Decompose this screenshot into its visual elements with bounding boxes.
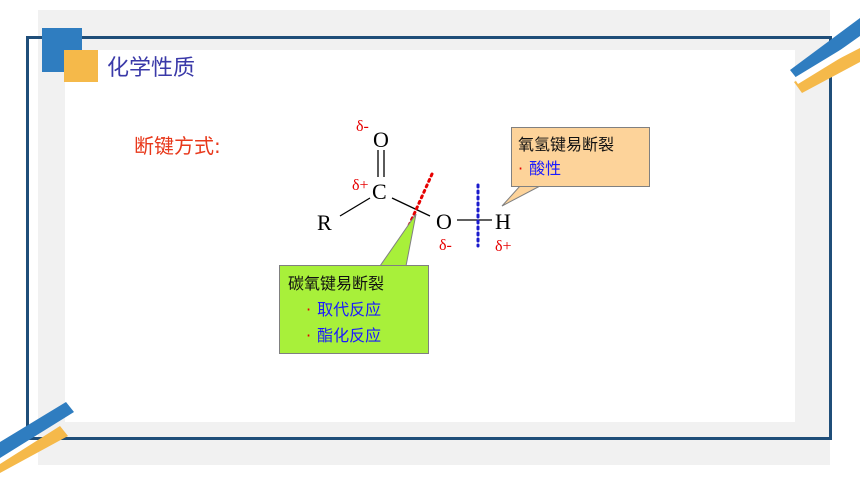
ribbon-blue xyxy=(790,18,860,80)
co-bond-break-callout: 碳氧键易断裂 · 取代反应 · 酯化反应 xyxy=(279,265,429,354)
slide-frame xyxy=(26,36,832,440)
bullet-dot-icon: · xyxy=(518,159,524,178)
bottom-left-ribbon-decoration xyxy=(0,402,74,473)
co-callout-item: · 取代反应 xyxy=(288,297,428,323)
oh-callout-item-text: 酸性 xyxy=(529,159,562,178)
deco-yellow-square xyxy=(64,50,98,82)
co-callout-item-text: 取代反应 xyxy=(317,300,382,319)
bullet-dot-icon: · xyxy=(306,326,312,345)
slide-title: 化学性质 xyxy=(107,56,196,81)
ribbon-blue xyxy=(0,402,74,458)
top-right-ribbon-decoration xyxy=(790,18,860,93)
top-left-corner-decoration xyxy=(42,28,98,82)
bullet-dot-icon: · xyxy=(306,300,312,319)
oh-callout-heading: 氧氢键易断裂 xyxy=(518,135,615,154)
ribbon-yellow xyxy=(794,48,860,93)
slide-content-area xyxy=(65,50,795,422)
co-callout-heading: 碳氧键易断裂 xyxy=(288,274,385,293)
ribbon-white xyxy=(794,38,860,84)
bond-breaking-mode-label: 断键方式: xyxy=(134,134,221,158)
co-callout-item-text: 酯化反应 xyxy=(317,326,382,345)
ribbon-yellow xyxy=(0,426,68,473)
co-callout-item: · 酯化反应 xyxy=(288,323,428,349)
oh-callout-item: · 酸性 xyxy=(518,157,649,181)
oh-bond-break-callout: 氧氢键易断裂 · 酸性 xyxy=(511,127,650,187)
